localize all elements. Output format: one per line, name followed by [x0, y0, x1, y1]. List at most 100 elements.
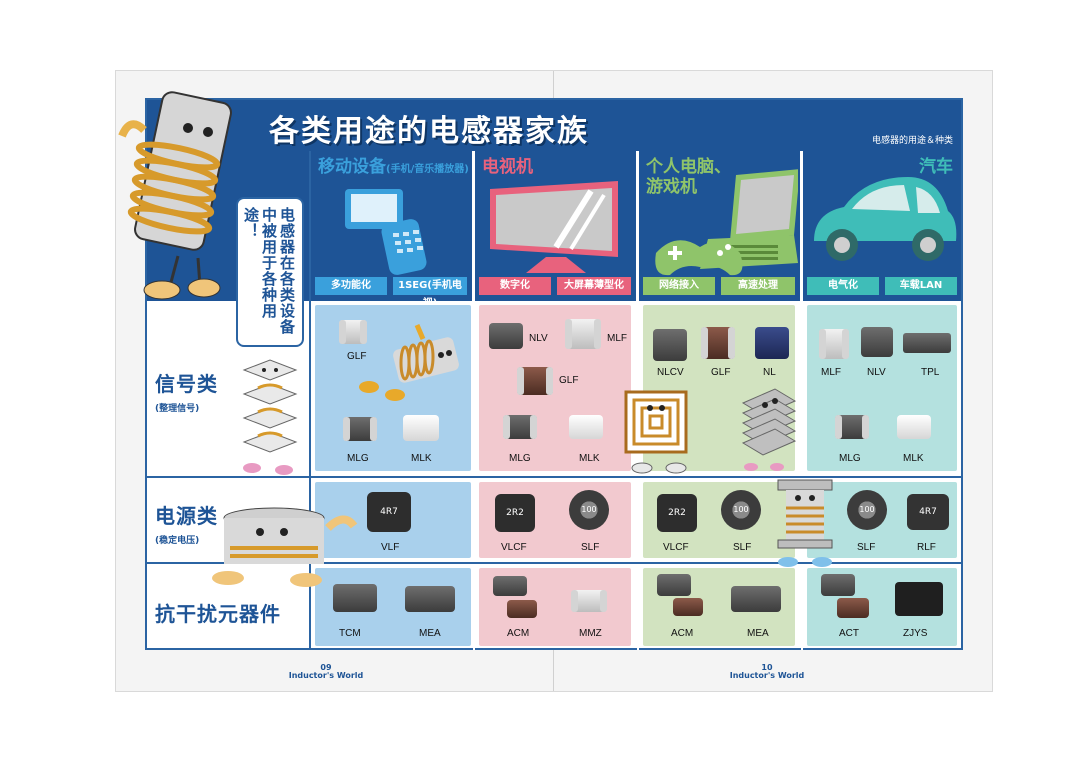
code-slf: 100 — [581, 505, 597, 514]
divider — [147, 562, 961, 564]
code-vlcf: 2R2 — [506, 508, 524, 518]
divider — [473, 151, 475, 650]
component-nlv — [861, 327, 893, 357]
page-number-right: 10 Inductor's World — [727, 664, 807, 680]
speech-bubble: 电感器在各类设备中被用于各种用途！ — [236, 197, 304, 347]
spiral-coil-mascot-icon — [624, 390, 688, 474]
page-number-right-num: 10 — [761, 663, 773, 672]
label-nlcv: NLCV — [657, 367, 684, 378]
code-slf: 100 — [859, 505, 875, 514]
component-mea — [405, 586, 455, 612]
label-acm: ACM — [671, 628, 694, 639]
label-vlcf: VLCF — [663, 542, 689, 553]
label-glf: GLF — [711, 367, 731, 378]
category-car: 汽车 — [802, 151, 961, 301]
row-label-signal: 信号类 (整理信号) — [155, 368, 218, 414]
pill-electrification: 电气化 — [807, 277, 879, 295]
row-power-title: 电源类 — [155, 504, 218, 528]
divider — [147, 476, 961, 478]
pill-car-lan: 车载LAN — [885, 277, 957, 295]
label-tpl: TPL — [921, 367, 940, 378]
row-signal-title: 信号类 — [155, 372, 218, 396]
pill-multifunction: 多功能化 — [315, 277, 387, 295]
component-zjys — [895, 582, 943, 616]
component-acm — [493, 576, 527, 596]
label-mlk: MLK — [579, 453, 600, 464]
laptop-gamepad-icon — [655, 169, 798, 276]
label-mlk: MLK — [903, 453, 924, 464]
component-glf — [701, 327, 735, 359]
label-acm: ACM — [507, 628, 530, 639]
row-emi-title: 抗干扰元器件 — [155, 602, 281, 626]
component-nl — [755, 327, 789, 359]
component-slf: 100 — [721, 490, 761, 530]
code-slf: 100 — [733, 505, 749, 514]
component-mlg — [835, 415, 869, 439]
label-zjys: ZJYS — [903, 628, 928, 639]
category-mobile: 移动设备(手机/音乐播放器) — [310, 151, 472, 301]
layered-chip-mascot-icon — [242, 359, 298, 475]
label-mmz: MMZ — [579, 628, 602, 639]
component-mlg — [503, 415, 537, 439]
component-acm-alt — [507, 600, 537, 618]
label-mea: MEA — [419, 628, 441, 639]
label-slf: SLF — [857, 542, 876, 553]
label-rlf: RLF — [917, 542, 936, 553]
component-act — [821, 574, 855, 596]
category-pc-game-title: 个人电脑、游戏机 — [646, 157, 731, 197]
cell-signal-mobile: GLF MLG MLK — [315, 305, 471, 471]
component-tcm — [333, 584, 377, 612]
component-mea — [731, 586, 781, 612]
title-bar: 各类用途的电感器家族 电感器的用途＆种类 — [147, 100, 961, 151]
component-acm — [657, 574, 691, 596]
label-mlf: MLF — [607, 333, 627, 344]
divider — [309, 151, 311, 650]
component-mlf — [819, 329, 849, 359]
category-tv-title: 电视机 — [482, 157, 533, 177]
label-glf: GLF — [347, 351, 367, 362]
page-title: 各类用途的电感器家族 — [269, 114, 589, 149]
component-vlcf: 2R2 — [657, 494, 697, 532]
row-signal-sub: (整理信号) — [155, 404, 200, 414]
cell-signal-car: MLF NLV TPL MLG MLK — [807, 305, 957, 471]
row-label-power: 电源类 (稳定电压) — [155, 500, 218, 546]
cylinder-coil-mascot-icon — [212, 507, 358, 587]
component-vlcf: 2R2 — [495, 494, 535, 532]
component-slf: 100 — [847, 490, 887, 530]
cell-power-pc: 2R2 VLCF 100 SLF — [643, 482, 795, 558]
row-power-sub: (稳定电压) — [155, 536, 200, 546]
label-tcm: TCM — [339, 628, 361, 639]
label-mlf: MLF — [821, 367, 841, 378]
car-icon — [814, 177, 957, 261]
main-coil-mascot-icon — [118, 91, 232, 300]
label-glf: GLF — [559, 375, 579, 386]
component-nlv — [489, 323, 523, 349]
coil-mascot-icon — [359, 324, 459, 401]
bobbin-coil-mascot-icon — [777, 479, 833, 567]
page-number-left: 09 Inductor's World — [286, 664, 366, 680]
component-mlk — [897, 415, 931, 439]
page-number-left-num: 09 — [320, 663, 332, 672]
code-vlcf: 2R2 — [668, 508, 686, 518]
cell-emi-tv: ACM MMZ — [479, 568, 631, 646]
stacked-chip-mascot-icon — [741, 388, 797, 471]
cell-emi-mobile: TCM MEA — [315, 568, 471, 646]
cell-signal-pc: NLCV GLF NL — [643, 305, 797, 471]
code-vlf: 4R7 — [380, 507, 398, 517]
label-mlg: MLG — [509, 453, 531, 464]
category-mobile-sub: (手机/音乐播放器) — [386, 164, 469, 175]
pill-1seg: 1SEG(手机电视) — [393, 277, 467, 309]
category-mobile-title: 移动设备 — [318, 157, 386, 177]
component-vlf: 4R7 — [367, 492, 411, 532]
speech-text: 电感器在各类设备中被用于各种用途！ — [242, 207, 296, 335]
cell-signal-tv: NLV MLF GLF MLG MLK — [479, 305, 631, 471]
label-mlk: MLK — [411, 453, 432, 464]
cell-emi-pc: ACM MEA — [643, 568, 795, 646]
component-mlg — [343, 417, 377, 441]
component-rlf: 4R7 — [907, 494, 949, 530]
cell-power-tv: 2R2 VLCF 100 SLF — [479, 482, 631, 558]
page-number-left-text: Inductor's World — [288, 671, 364, 680]
pill-high-speed: 高速处理 — [721, 277, 795, 295]
category-pc-game: 个人电脑、游戏机 — [638, 151, 800, 301]
row-label-emi: 抗干扰元器件 — [155, 598, 281, 627]
